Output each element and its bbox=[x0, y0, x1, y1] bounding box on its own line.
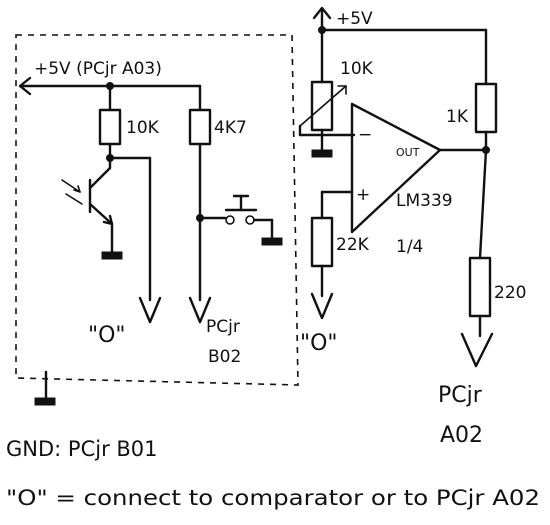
left-zero-output bbox=[138, 156, 162, 324]
right-zero-label: "O" bbox=[300, 331, 338, 356]
left-vcc-label: +5V (PCjr A03) bbox=[34, 59, 162, 79]
r2-label: 4K7 bbox=[214, 118, 247, 138]
r1-resistor bbox=[98, 84, 152, 162]
op-out-label: OUT bbox=[396, 146, 420, 159]
phototransistor-icon bbox=[61, 156, 123, 260]
pcjr-a02-line1: PCjr bbox=[438, 383, 483, 408]
zero-definition-note: "O" = connect to comparator or to PCjr A… bbox=[6, 486, 540, 510]
r2-resistor bbox=[188, 84, 212, 324]
right-vcc-label: +5V bbox=[336, 9, 373, 29]
plus-input-wire bbox=[310, 190, 354, 320]
op-plus-label: + bbox=[356, 185, 370, 205]
left-zero-label: "O" bbox=[88, 323, 126, 348]
op-name-label: LM339 bbox=[396, 191, 453, 211]
enclosure-ground-icon bbox=[34, 370, 56, 406]
pcjr-b02-line2: B02 bbox=[208, 347, 241, 367]
pcjr-a02-line2: A02 bbox=[440, 423, 483, 448]
r-in-label: 22K bbox=[336, 235, 370, 255]
r-series-label: 220 bbox=[494, 283, 526, 303]
gnd-note: GND: PCjr B01 bbox=[6, 437, 158, 461]
r-out-label: 1K bbox=[446, 107, 469, 127]
potentiometer bbox=[298, 80, 356, 158]
op-fraction-label: 1/4 bbox=[396, 237, 423, 257]
right-vcc-rail bbox=[312, 6, 488, 86]
dashed-enclosure bbox=[15, 34, 299, 386]
r1-label: 10K bbox=[126, 118, 160, 138]
pcjr-b02-line1: PCjr bbox=[206, 317, 240, 337]
output-network bbox=[438, 82, 498, 368]
op-minus-label: − bbox=[358, 125, 372, 145]
comparator-opamp bbox=[350, 102, 442, 234]
pot-label: 10K bbox=[340, 59, 374, 79]
pushbutton-switch-icon bbox=[198, 194, 283, 246]
